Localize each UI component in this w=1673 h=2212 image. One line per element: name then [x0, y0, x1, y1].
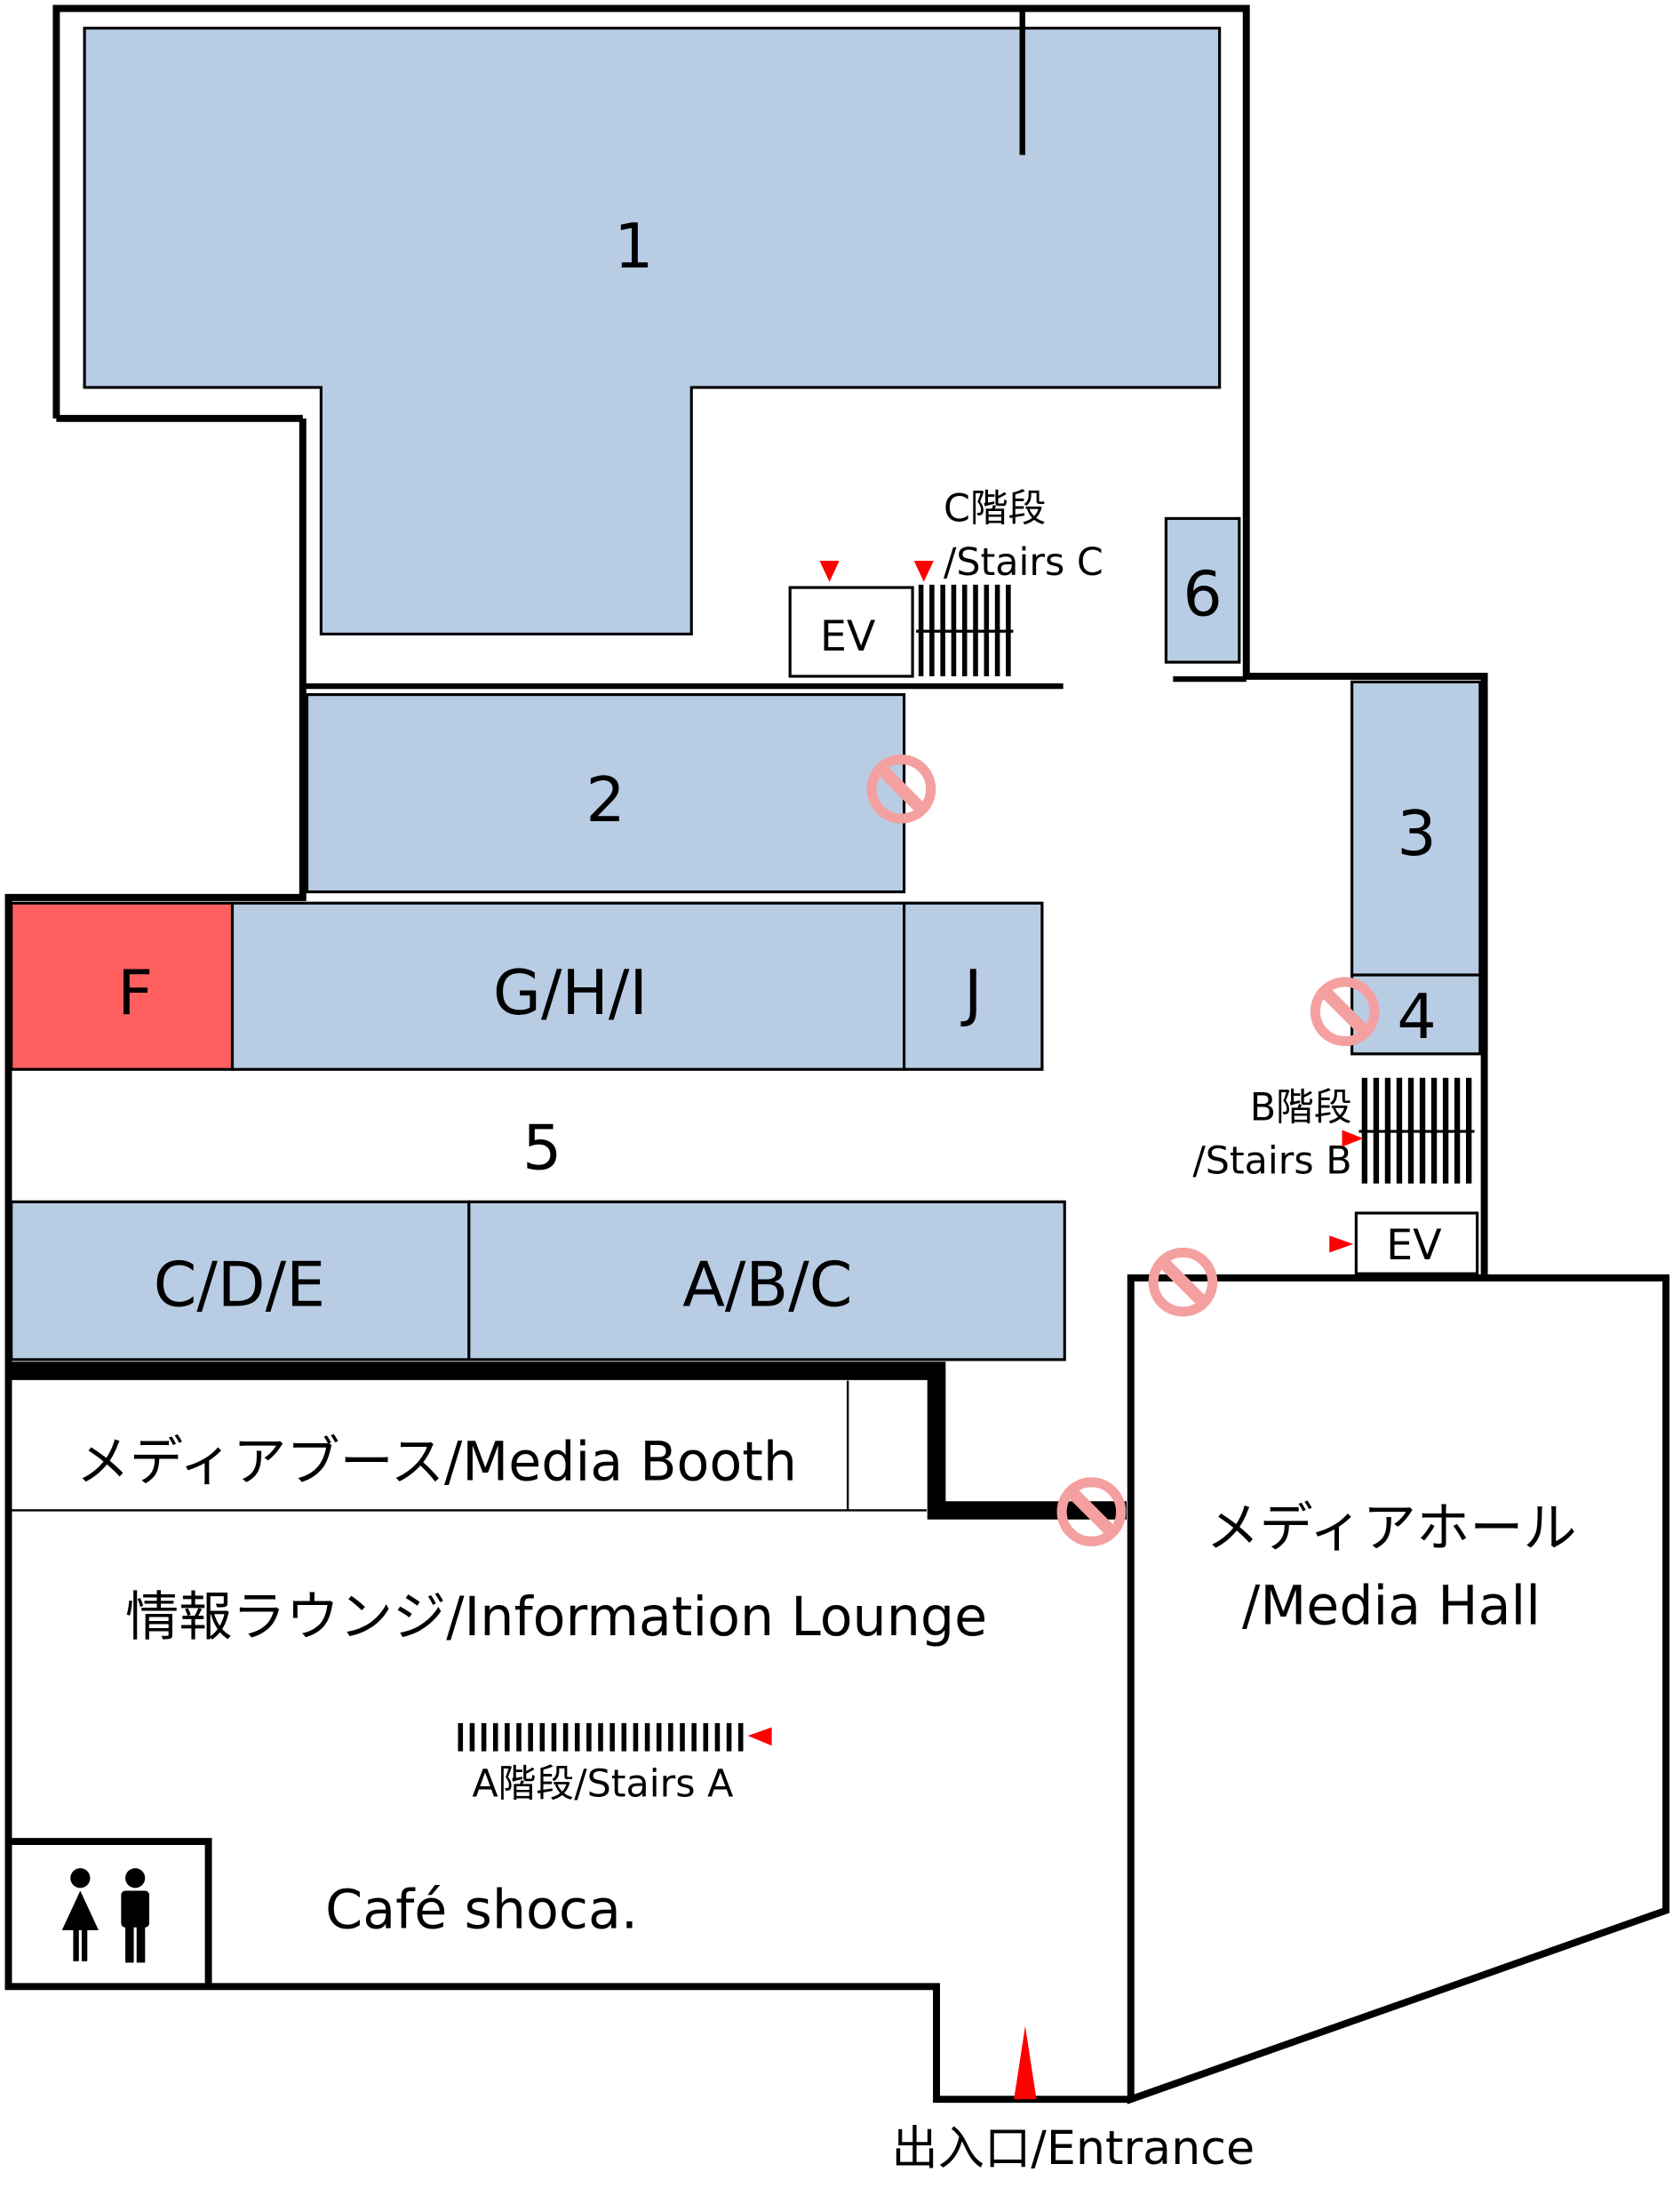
stair-step	[551, 1722, 557, 1752]
room-2[interactable]	[305, 692, 906, 894]
media-hall[interactable]	[1127, 1274, 1670, 2104]
room-6-label: 6	[1183, 559, 1222, 631]
elevator-c[interactable]	[788, 586, 914, 678]
no-entry-icon	[866, 754, 936, 824]
arrow-icon	[1342, 1130, 1364, 1147]
room-cde-label: C/D/E	[154, 1249, 325, 1321]
stair-step	[505, 1722, 510, 1752]
no-entry-icon	[1148, 1247, 1218, 1317]
stair-step	[737, 1722, 744, 1752]
elevator-c-label: EV	[820, 612, 876, 661]
stair-step	[644, 1722, 650, 1752]
info-lounge-label: 情報ラウンジ/Information Lounge	[125, 1586, 987, 1649]
restroom-wall	[8, 1838, 212, 1987]
stair-step	[633, 1722, 639, 1752]
stair-step	[516, 1722, 522, 1752]
arrow-icon	[747, 1727, 772, 1746]
room-4-label: 4	[1397, 981, 1436, 1053]
elevator-b[interactable]	[1354, 1211, 1479, 1275]
stair-step	[609, 1722, 615, 1752]
arrow-icon	[819, 560, 840, 582]
stairs-b-label-jp: B階段	[1250, 1085, 1352, 1130]
stair-step	[691, 1722, 697, 1752]
stairs-a[interactable]	[458, 1722, 744, 1752]
wall	[8, 1362, 1127, 1520]
stair-step	[714, 1722, 721, 1752]
stair-step	[458, 1722, 464, 1752]
stairs-a-label: A階段/Stairs A	[472, 1761, 733, 1806]
entrance-label: 出入口/Entrance	[891, 2121, 1255, 2176]
stair-step	[680, 1722, 685, 1752]
stair-step	[492, 1722, 498, 1752]
room-2-label: 2	[586, 764, 625, 836]
no-entry-icon	[1056, 1477, 1127, 1546]
arrow-icon	[913, 560, 934, 582]
stair-step	[574, 1722, 580, 1752]
no-entry-icon	[1310, 977, 1380, 1047]
cafe-label: Café shoca.	[325, 1880, 638, 1942]
room-j-label: J	[960, 957, 983, 1029]
room-cde[interactable]	[10, 1200, 471, 1362]
restroom-icon	[61, 1868, 150, 1963]
stair-step	[621, 1722, 627, 1752]
stair-step	[528, 1722, 533, 1752]
stairs-b-label-en: /Stairs B	[1192, 1139, 1351, 1184]
stairs-c-label-jp: C階段	[944, 487, 1046, 531]
room-ghi[interactable]	[230, 901, 906, 1071]
media-hall-label-en: /Media Hall	[1242, 1575, 1541, 1637]
room-ghi-label: G/H/I	[493, 957, 648, 1029]
room-1[interactable]	[83, 27, 1222, 635]
stair-step	[586, 1722, 592, 1752]
room-f-label: F	[117, 957, 153, 1029]
entrance-arrow-icon	[1014, 2025, 1037, 2100]
room-f[interactable]	[10, 901, 235, 1071]
stair-step	[481, 1722, 487, 1752]
room-j[interactable]	[902, 901, 1044, 1071]
stair-step	[703, 1722, 709, 1752]
stairs-b[interactable]	[1358, 1077, 1475, 1184]
arrow-icon	[1329, 1235, 1354, 1253]
room-abc[interactable]	[467, 1200, 1066, 1362]
media-hall-label-jp: メディアホール	[1206, 1497, 1576, 1560]
media-booth-label: メディアブース/Media Booth	[76, 1432, 797, 1494]
outer-wall	[52, 4, 1488, 1278]
stair-step	[656, 1722, 662, 1752]
stair-step	[562, 1722, 569, 1752]
room-6[interactable]	[1164, 516, 1241, 664]
room-1-label: 1	[614, 211, 653, 283]
stairs-c-label-en: /Stairs C	[944, 540, 1103, 585]
room-3-label: 3	[1397, 798, 1436, 870]
stair-step	[726, 1722, 732, 1752]
elevator-b-label: EV	[1386, 1221, 1442, 1270]
stair-step	[598, 1722, 603, 1752]
room-abc-label: A/B/C	[682, 1249, 852, 1321]
stair-step	[668, 1722, 673, 1752]
stairs-c[interactable]	[916, 584, 1014, 676]
outer-wall	[4, 418, 1131, 2104]
stair-step	[469, 1722, 475, 1752]
stair-step	[539, 1722, 546, 1752]
room-5-label: 5	[522, 1113, 562, 1185]
